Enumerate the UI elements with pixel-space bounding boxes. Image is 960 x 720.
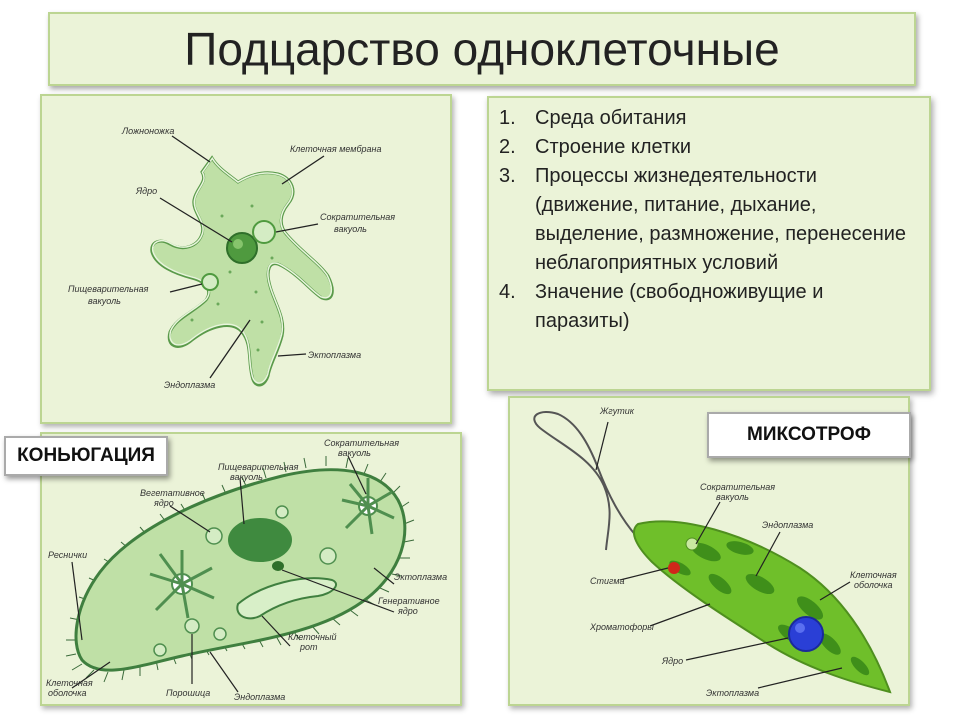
euglena-label-ectoplasm: Эктоплазма — [706, 688, 759, 698]
euglena-label-endoplasm: Эндоплазма — [762, 520, 813, 530]
paramecium-cell — [74, 468, 407, 672]
amoeba-diagram: Ложноножка Клеточная мембрана Ядро Сокра… — [68, 126, 395, 390]
euglena-label-stigma: Стигма — [590, 576, 625, 586]
amoeba-label-contractile-2: вакуоль — [334, 224, 367, 234]
paramecium-label-mouth-2: рот — [299, 642, 318, 652]
topics-list: 1.Среда обитания 2.Строение клетки 3.Про… — [499, 104, 921, 336]
paramecium-panel: Сократительная вакуоль Пищеварительная в… — [40, 432, 462, 706]
paramecium-digestive-vacuoles — [153, 505, 337, 657]
euglena-label-shell-1: Клеточная — [850, 570, 897, 580]
euglena-diagram: Жгутик Сократительная вакуоль Эндоплазма… — [533, 406, 897, 698]
paramecium-contractile-vacuole-2 — [341, 478, 395, 535]
euglena-cell — [633, 520, 892, 694]
list-item: 4.Значение (свободноживущие и паразиты) — [499, 281, 824, 332]
paramecium-diagram: Сократительная вакуоль Пищеварительная в… — [46, 438, 447, 702]
amoeba-contractile-vacuole — [252, 220, 276, 244]
amoeba-panel: Ложноножка Клеточная мембрана Ядро Сокра… — [40, 94, 452, 424]
euglena-flagellum — [533, 410, 639, 551]
euglena-label-nucleus: Ядро — [661, 656, 683, 666]
amoeba-body — [150, 155, 334, 387]
euglena-label-shell-2: оболочка — [854, 580, 892, 590]
paramecium-generative-nucleus — [272, 561, 284, 571]
paramecium-label-mouth-1: Клеточный — [288, 632, 337, 642]
euglena-label-contractile-2: вакуоль — [716, 492, 749, 502]
paramecium-label-powder: Порошица — [166, 688, 210, 698]
paramecium-label-digestive-1: Пищеварительная — [218, 462, 299, 472]
amoeba-label-pseudopod: Ложноножка — [121, 126, 174, 136]
euglena-label-chromatophores: Хроматофоры — [589, 622, 654, 632]
paramecium-label-cilia: Реснички — [48, 550, 87, 560]
paramecium-label-contractile-2: вакуоль — [338, 448, 371, 458]
amoeba-label-digestive-2: вакуоль — [88, 296, 121, 306]
topics-list-box: 1.Среда обитания 2.Строение клетки 3.Про… — [487, 96, 931, 391]
euglena-label-contractile-1: Сократительная — [700, 482, 775, 492]
title-box: Подцарство одноклеточные — [48, 12, 916, 86]
paramecium-label-generative-1: Генеративное — [378, 596, 440, 606]
paramecium-mouth — [236, 577, 337, 620]
amoeba-nucleus — [226, 232, 258, 264]
list-item: 2.Строение клетки — [499, 136, 692, 158]
page-title: Подцарство одноклеточные — [184, 23, 780, 75]
amoeba-pointers — [159, 135, 325, 379]
mixotroph-label: МИКСОТРОФ — [707, 412, 911, 458]
amoeba-label-membrane: Клеточная мембрана — [290, 144, 381, 154]
paramecium-vegetative-nucleus — [228, 518, 292, 562]
paramecium-label-endoplasm: Эндоплазма — [234, 692, 285, 702]
paramecium-label-shell-1: Клеточная — [46, 678, 93, 688]
paramecium-label-shell-2: оболочка — [48, 688, 86, 698]
amoeba-label-ectoplasm: Эктоплазма — [308, 350, 361, 360]
paramecium-label-vegetative-1: Вегетативное — [140, 488, 205, 498]
euglena-contractile-vacuole — [685, 537, 699, 551]
amoeba-label-nucleus: Ядро — [135, 186, 157, 196]
amoeba-digestive-vacuole — [201, 273, 219, 291]
amoeba-label-contractile-1: Сократительная — [320, 212, 395, 222]
list-item: 3.Процессы жизнедеятельности (движение, … — [499, 165, 907, 274]
paramecium-label-generative-2: ядро — [397, 606, 418, 616]
paramecium-pointers — [71, 455, 395, 693]
amoeba-cell — [150, 155, 334, 387]
paramecium-label-contractile-1: Сократительная — [324, 438, 399, 448]
euglena-pointers — [595, 421, 851, 689]
list-item: 1.Среда обитания — [499, 107, 687, 129]
paramecium-contractile-vacuole-1 — [149, 550, 215, 619]
amoeba-label-endoplasm: Эндоплазма — [164, 380, 215, 390]
paramecium-label-digestive-2: вакуоль — [230, 472, 263, 482]
euglena-label-flagellum: Жгутик — [599, 406, 635, 416]
paramecium-label-ectoplasm: Эктоплазма — [394, 572, 447, 582]
conjugation-label: КОНЬЮГАЦИЯ — [4, 436, 168, 476]
euglena-nucleus — [788, 616, 824, 652]
paramecium-label-vegetative-2: ядро — [153, 498, 174, 508]
amoeba-label-digestive-1: Пищеварительная — [68, 284, 149, 294]
euglena-stigma — [668, 562, 680, 574]
